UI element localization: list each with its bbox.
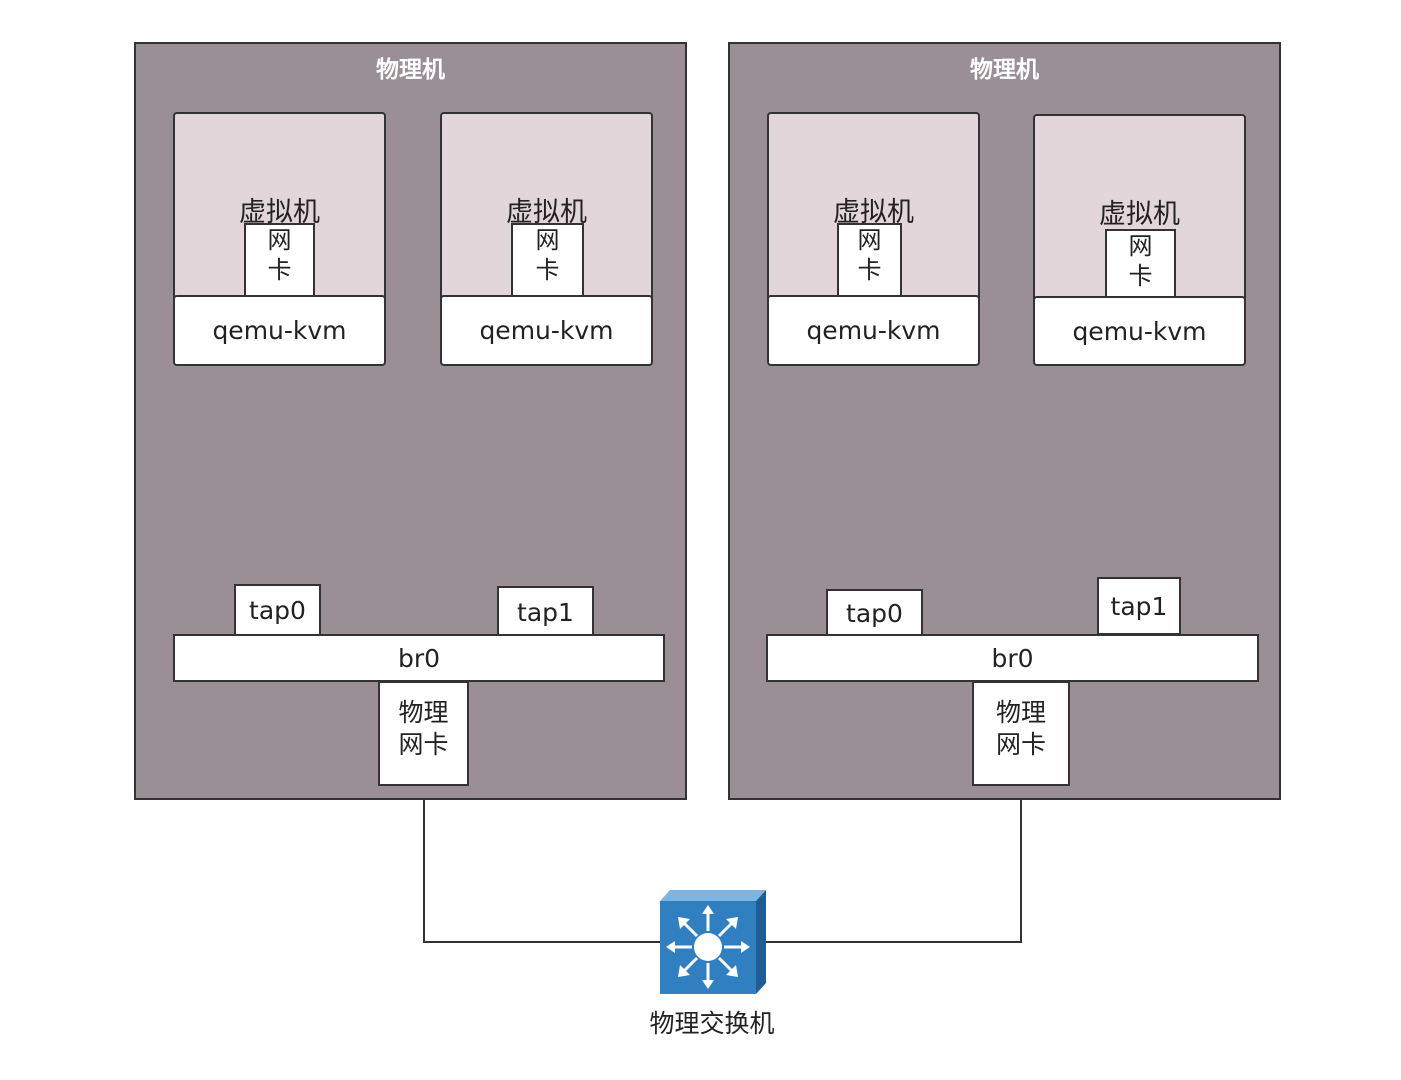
vm-nic-1-host2: 网 卡 xyxy=(837,223,902,296)
nic-label-line1: 网 xyxy=(857,226,882,254)
tap0-host2: tap0 xyxy=(826,589,923,637)
physical-nic-host1: 物理 网卡 xyxy=(378,681,469,786)
qemu-kvm-process-2-host2: qemu-kvm xyxy=(1033,296,1246,366)
qemu-label: qemu-kvm xyxy=(479,316,614,345)
vm-title: 虚拟机 xyxy=(833,197,914,228)
vm-title: 虚拟机 xyxy=(506,197,587,228)
network-switch-icon xyxy=(656,887,768,997)
vm-nic-1-host1: 网 卡 xyxy=(244,223,315,296)
tap0-host1: tap0 xyxy=(234,584,321,636)
physical-nic-host2: 物理 网卡 xyxy=(972,681,1070,786)
host-title: 物理机 xyxy=(376,57,445,83)
bridge-label: br0 xyxy=(397,643,441,673)
nic-label-line2: 卡 xyxy=(857,256,882,284)
nic-label-line1: 网 xyxy=(1128,232,1153,260)
host-title: 物理机 xyxy=(970,57,1039,83)
switch-label: 物理交换机 xyxy=(649,1009,775,1038)
qemu-label: qemu-kvm xyxy=(212,316,347,345)
nic-label-line2: 卡 xyxy=(535,256,560,284)
nic-label-line2: 卡 xyxy=(1128,262,1153,290)
pnic-label-line1: 物理 xyxy=(995,698,1046,727)
nic-label-line2: 卡 xyxy=(267,256,292,284)
tap-label: tap1 xyxy=(1110,591,1168,621)
bridge-br0-host1: br0 xyxy=(173,634,665,682)
bridge-label: br0 xyxy=(991,643,1034,673)
tap-label: tap1 xyxy=(517,597,574,627)
pnic-label-line2: 网卡 xyxy=(398,730,449,759)
vm-nic-2-host2: 网 卡 xyxy=(1105,229,1176,297)
qemu-label: qemu-kvm xyxy=(806,316,941,345)
nic-label-line1: 网 xyxy=(535,226,560,254)
qemu-kvm-process-1-host1: qemu-kvm xyxy=(173,295,386,366)
vm-title: 虚拟机 xyxy=(1099,199,1180,230)
qemu-kvm-process-2-host1: qemu-kvm xyxy=(440,295,653,366)
qemu-label: qemu-kvm xyxy=(1072,316,1207,346)
tap-label: tap0 xyxy=(249,595,306,625)
uplink-host1-switch xyxy=(423,785,660,943)
uplink-host2-switch xyxy=(766,785,1022,943)
tap1-host2: tap1 xyxy=(1097,577,1181,635)
nic-label-line1: 网 xyxy=(267,226,292,254)
vm-nic-2-host1: 网 卡 xyxy=(511,223,584,296)
tap1-host1: tap1 xyxy=(497,586,594,638)
qemu-kvm-process-1-host2: qemu-kvm xyxy=(767,295,980,366)
bridge-br0-host2: br0 xyxy=(766,634,1259,682)
virtual-machine-1-host1: 虚拟机 xyxy=(173,112,386,302)
pnic-label-line2: 网卡 xyxy=(995,730,1046,759)
tap-label: tap0 xyxy=(846,598,903,628)
pnic-label-line1: 物理 xyxy=(398,698,449,727)
vm-title: 虚拟机 xyxy=(239,197,320,228)
